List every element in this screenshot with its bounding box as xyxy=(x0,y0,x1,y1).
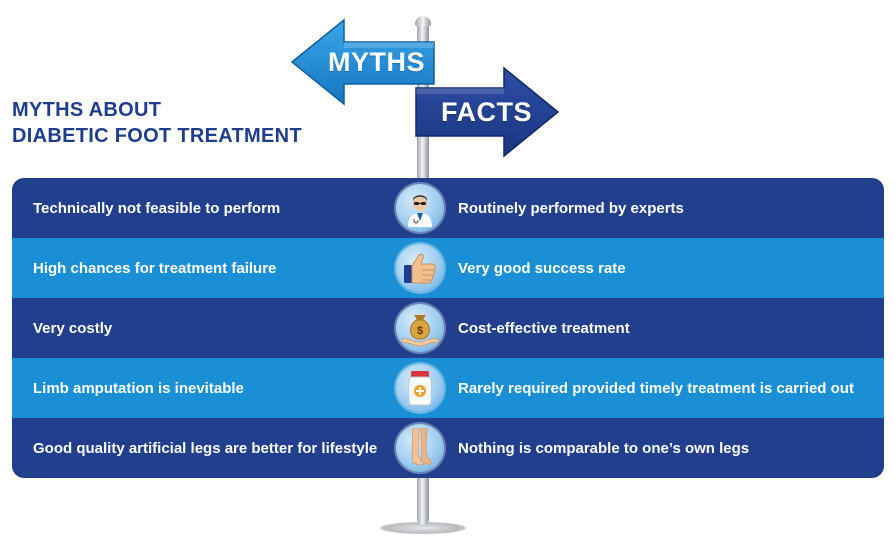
right-arrow-icon xyxy=(415,66,560,158)
myths-sign-label: MYTHS xyxy=(328,47,425,77)
myth-text: Limb amputation is inevitable xyxy=(33,379,244,397)
doctor-icon xyxy=(396,184,444,232)
table-row: Technically not feasible to perform Rout… xyxy=(12,178,884,238)
svg-text:$: $ xyxy=(417,325,423,337)
table-row: Very costly $ Cost-effective treatment xyxy=(12,298,884,358)
myths-facts-table: Technically not feasible to perform Rout… xyxy=(12,178,884,478)
myth-text: Technically not feasible to perform xyxy=(33,199,281,217)
table-row: High chances for treatment failure Very … xyxy=(12,238,884,298)
money-bag-icon: $ xyxy=(396,304,444,352)
fact-text: Nothing is comparable to one’s own legs xyxy=(458,439,750,457)
title-line-2: DIABETIC FOOT TREATMENT xyxy=(12,125,302,147)
fact-text: Cost-effective treatment xyxy=(458,319,630,337)
legs-icon xyxy=(396,424,444,472)
table-row: Good quality artificial legs are better … xyxy=(12,418,884,478)
title-line-1: MYTHS ABOUT xyxy=(12,99,162,121)
signpost-base xyxy=(380,522,466,534)
facts-sign: FACTS xyxy=(412,66,562,158)
myths-sign: MYTHS xyxy=(288,18,438,106)
myth-text: Very costly xyxy=(33,319,113,337)
myth-text: High chances for treatment failure xyxy=(33,259,277,277)
medical-bottle-icon xyxy=(396,364,444,412)
page-title: MYTHS ABOUT DIABETIC FOOT TREATMENT xyxy=(12,97,302,149)
fact-text: Rarely required provided timely treatmen… xyxy=(458,379,854,397)
left-arrow-icon xyxy=(290,18,435,106)
fact-text: Very good success rate xyxy=(458,259,626,277)
signpost-cap xyxy=(415,16,431,26)
fact-text: Routinely performed by experts xyxy=(458,199,684,217)
thumbs-up-icon xyxy=(396,244,444,292)
table-row: Limb amputation is inevitable Rarely req… xyxy=(12,358,884,418)
facts-sign-label: FACTS xyxy=(441,97,533,127)
myth-text: Good quality artificial legs are better … xyxy=(33,439,378,457)
